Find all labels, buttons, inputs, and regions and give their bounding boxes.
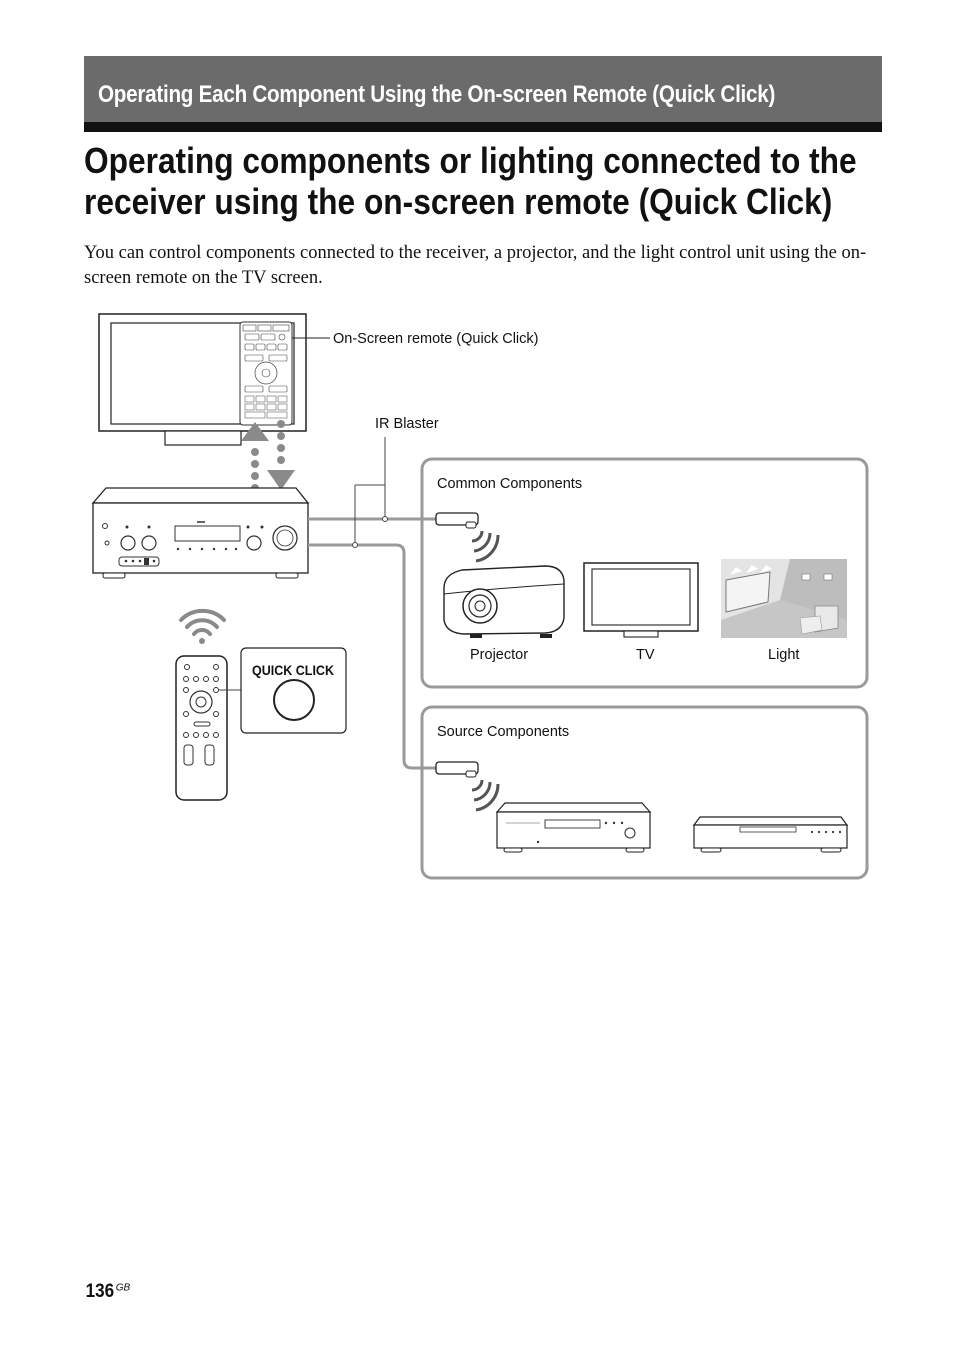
light-room-graphic [721, 559, 847, 638]
light-label: Light [768, 647, 799, 663]
common-components-box [420, 457, 869, 689]
quick-click-button [273, 679, 315, 721]
source-player-2 [692, 816, 849, 853]
onscreen-remote-graphic [239, 321, 293, 426]
wireless-signal-dot [199, 638, 205, 644]
ir-blaster-label: IR Blaster [375, 416, 439, 432]
page-number: 136 [85, 1281, 115, 1302]
section-header-text: Operating Each Component Using the On-sc… [98, 81, 776, 108]
tv-label: TV [636, 647, 655, 663]
page-number-suffix: GB [115, 1282, 131, 1294]
source-player-1 [495, 802, 652, 853]
source-components-title: Source Components [437, 724, 569, 740]
intro-paragraph: You can control components connected to … [84, 243, 867, 288]
tv-graphic [583, 562, 699, 638]
onscreen-remote-label: On-Screen remote (Quick Click) [333, 331, 538, 347]
projector-label: Projector [470, 647, 528, 663]
common-components-title: Common Components [437, 476, 582, 492]
ir-cables [308, 517, 440, 770]
signal-arrows [241, 420, 295, 492]
ir-blaster-emitter-source [435, 761, 500, 812]
source-components-box [420, 705, 869, 880]
ir-blaster-point-1 [382, 516, 388, 522]
connection-diagram: On-Screen remote (Quick Click) [91, 313, 869, 880]
projector-graphic [443, 565, 565, 638]
remote-control-graphic [175, 655, 228, 801]
ir-blaster-point-2 [352, 542, 358, 548]
ir-blaster-emitter-common [435, 512, 500, 563]
wireless-signal-icon [179, 609, 226, 636]
av-receiver [91, 487, 310, 579]
quick-click-label: QUICK CLICK [252, 662, 334, 678]
section-header-bar: Operating Each Component Using the On-sc… [84, 56, 882, 132]
page-title: Operating components or lighting connect… [84, 140, 857, 222]
